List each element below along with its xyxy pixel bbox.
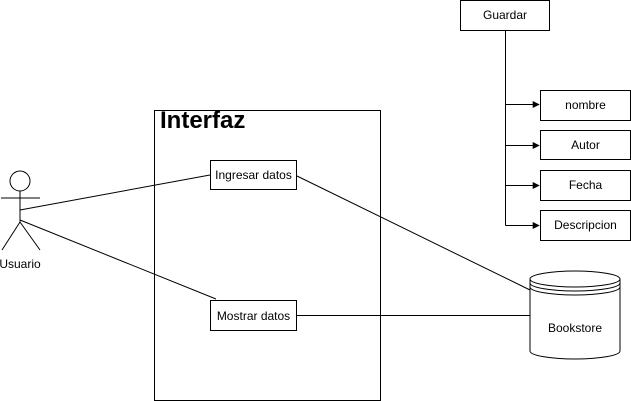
actor-label: Usuario — [0, 257, 41, 271]
guardar-box[interactable]: Guardar — [460, 0, 550, 31]
actor-to-ingresar-line — [19, 174, 211, 211]
field-descripcion-box[interactable]: Descripcion — [540, 210, 631, 241]
field-fecha-label: Fecha — [569, 178, 603, 192]
usecase-mostrar-datos[interactable]: Mostrar datos — [210, 300, 297, 331]
ingresar-to-bookstore-line — [296, 175, 531, 291]
field-autor-label: Autor — [571, 138, 600, 152]
system-title: Interfaz — [160, 107, 245, 134]
actor-head — [9, 170, 31, 192]
field-nombre-label: nombre — [565, 98, 606, 112]
association-lines — [19, 174, 531, 316]
guardar-connectors — [505, 31, 540, 229]
usecase-mostrar-label: Mostrar datos — [217, 309, 290, 323]
actor-usuario[interactable] — [1, 170, 41, 251]
usecase-ingresar-datos[interactable]: Ingresar datos — [210, 160, 297, 190]
field-fecha-box[interactable]: Fecha — [540, 170, 631, 201]
field-descripcion-label: Descripcion — [554, 218, 617, 232]
system-boundary[interactable]: Interfaz — [154, 107, 381, 401]
usecase-ingresar-label: Ingresar datos — [215, 168, 292, 182]
guardar-label: Guardar — [483, 8, 527, 22]
database-bookstore[interactable] — [529, 270, 621, 360]
field-nombre-box[interactable]: nombre — [540, 90, 631, 121]
field-autor-box[interactable]: Autor — [540, 130, 631, 160]
database-label: Bookstore — [548, 321, 602, 335]
actor-to-mostrar-line — [19, 219, 217, 300]
